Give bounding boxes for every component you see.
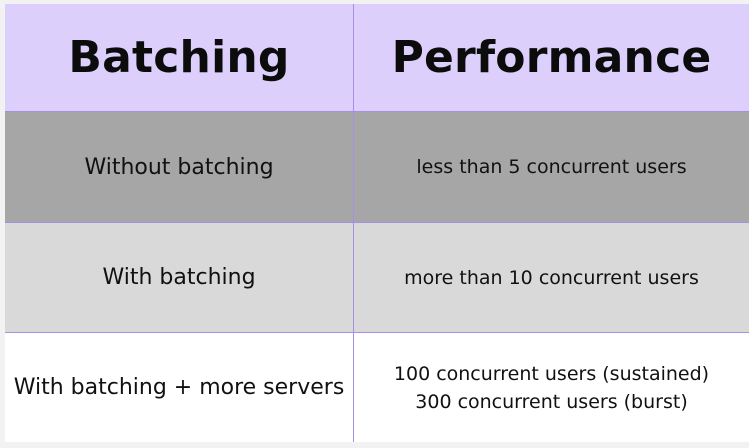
table-row-1-batching: Without batching <box>5 112 354 223</box>
performance-lines: 100 concurrent users (sustained) 300 con… <box>394 360 709 416</box>
header-batching-label: Batching <box>68 32 290 83</box>
table-row-1-performance: less than 5 concurrent users <box>354 112 749 223</box>
batching-performance-table: Batching Performance Without batching le… <box>5 4 749 442</box>
table-row-2-performance: more than 10 concurrent users <box>354 223 749 333</box>
header-performance: Performance <box>354 4 749 112</box>
cell-text: With batching <box>102 265 256 290</box>
table-row-3-batching: With batching + more servers <box>5 333 354 442</box>
table-row-3-performance: 100 concurrent users (sustained) 300 con… <box>354 333 749 442</box>
cell-text: Without batching <box>84 154 274 180</box>
header-batching: Batching <box>5 4 354 112</box>
cell-text: With batching + more servers <box>13 375 345 400</box>
cell-text: less than 5 concurrent users <box>416 156 687 178</box>
cell-text-line-2: 300 concurrent users (burst) <box>415 390 688 413</box>
cell-text: more than 10 concurrent users <box>404 266 699 289</box>
header-performance-label: Performance <box>391 32 712 83</box>
cell-text-line-1: 100 concurrent users (sustained) <box>393 362 710 385</box>
table-row-2-batching: With batching <box>5 223 354 333</box>
